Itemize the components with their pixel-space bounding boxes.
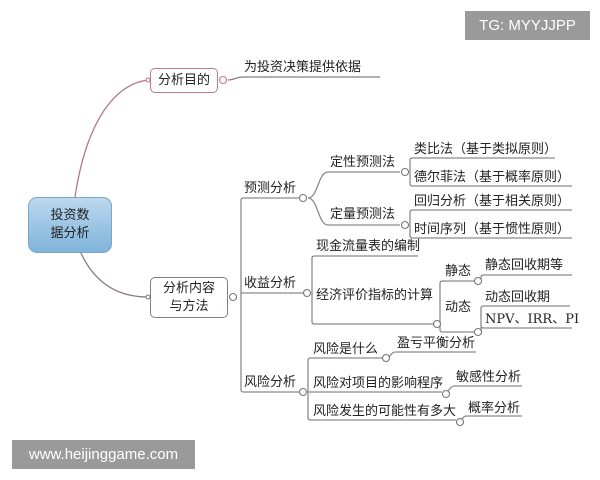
leaf-dynamic-payback[interactable]: 动态回收期 [485, 290, 551, 305]
node-static[interactable]: 静态 [445, 264, 472, 279]
risk-answer[interactable]: 盈亏平衡分析 [397, 336, 476, 351]
content-line-1: 分析内容 [162, 280, 215, 296]
node-purpose-child[interactable]: 为投资决策提供依据 [244, 60, 362, 75]
leaf-delphi[interactable]: 德尔菲法（基于概率原则） [414, 170, 571, 185]
node-content-methods[interactable]: 分析内容与方法 [150, 277, 228, 318]
node-risk[interactable]: 风险分析 [244, 375, 297, 390]
node-indicators[interactable]: 经济评价指标的计算 [316, 288, 434, 303]
node-purpose[interactable]: 分析目的 [150, 68, 218, 93]
leaf-regression[interactable]: 回归分析（基于相关原则） [414, 194, 571, 209]
leaf-time-series[interactable]: 时间序列（基于惯性原则） [414, 222, 571, 237]
risk-question[interactable]: 风险对项目的影响程序 [313, 376, 444, 391]
content-line-2: 与方法 [169, 298, 209, 314]
node-dynamic[interactable]: 动态 [445, 300, 472, 315]
risk-answer[interactable]: 概率分析 [468, 401, 521, 416]
root-line-1: 投资数 [50, 208, 90, 223]
leaf-analogy[interactable]: 类比法（基于类拟原则） [414, 142, 558, 157]
node-revenue[interactable]: 收益分析 [244, 276, 297, 291]
watermark-top: TG: MYYJJPP [465, 11, 590, 40]
risk-question[interactable]: 风险发生的可能性有多大 [313, 404, 457, 419]
leaf-npv-irr-pi[interactable]: NPV、IRR、PI [485, 312, 580, 327]
watermark-bottom: www.heijinggame.com [12, 440, 195, 469]
collapse-toggles [145, 75, 483, 427]
node-forecast[interactable]: 预测分析 [244, 181, 297, 196]
node-qualitative[interactable]: 定性预测法 [330, 155, 396, 170]
root-node[interactable]: 投资数据分析 [28, 197, 112, 253]
root-line-2: 据分析 [50, 226, 90, 241]
node-purpose-label: 分析目的 [157, 72, 210, 88]
node-cashflow[interactable]: 现金流量表的编制 [316, 239, 421, 254]
node-quantitative[interactable]: 定量预测法 [330, 207, 396, 222]
risk-answer[interactable]: 敏感性分析 [456, 370, 522, 385]
risk-question[interactable]: 风险是什么 [313, 342, 379, 357]
leaf-static-payback[interactable]: 静态回收期等 [485, 258, 564, 273]
